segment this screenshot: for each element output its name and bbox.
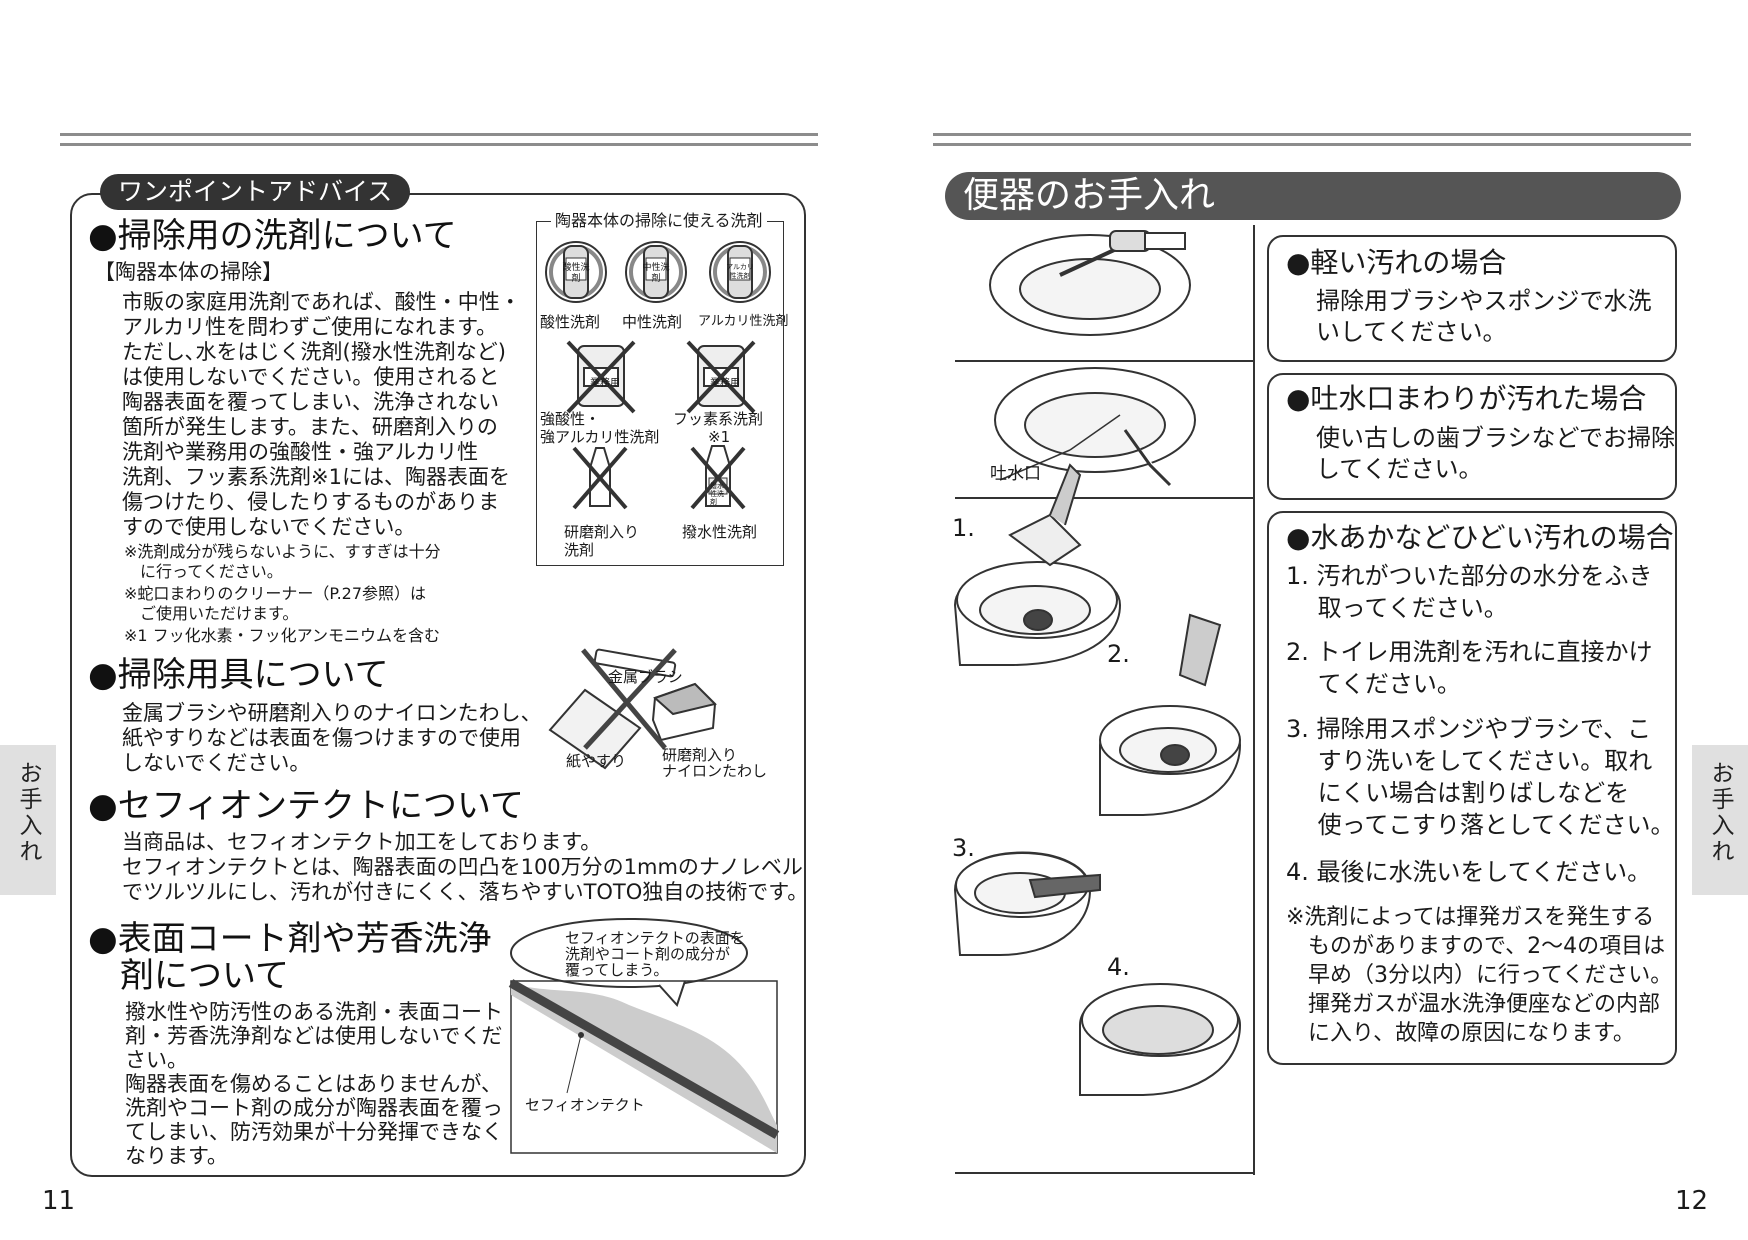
step-number-1: 1. xyxy=(952,514,975,542)
label-strong-acid: 強酸性・ xyxy=(540,410,601,428)
cross-mark-line-2 xyxy=(583,648,677,750)
top-rule-left-2 xyxy=(60,143,818,146)
label-abrasive-2: 洗剤 xyxy=(564,541,595,559)
label-strong-alkaline: 強アルカリ性洗剤 xyxy=(540,428,660,446)
bottle-text-alkaline: アルカリ性洗剤 xyxy=(726,263,754,280)
coating-diagram xyxy=(508,918,780,1154)
label-nylon-1: 研磨剤入り xyxy=(662,746,738,764)
heading-coating-2: 剤について xyxy=(120,956,289,996)
subheading-ceramic: 【陶器本体の掃除】 xyxy=(94,260,283,284)
jug-text-fluorine: 業務用 xyxy=(710,378,740,389)
neutral-bottle-icon xyxy=(625,241,687,303)
jug-text-strong: 業務用 xyxy=(590,378,620,389)
label-spout: 吐水口 xyxy=(990,464,1041,484)
top-rule-left-1 xyxy=(60,133,818,136)
spout-cleaning-illustration xyxy=(994,367,1196,487)
spray-text: 撥水性洗剤 xyxy=(710,482,724,506)
detergent-box-title: 陶器本体の掃除に使える洗剤 xyxy=(551,210,767,232)
heading-cefiontect: ●セフィオンテクトについて xyxy=(88,786,524,826)
label-abrasive-1: 研磨剤入り xyxy=(564,523,640,541)
step-number-4: 4. xyxy=(1107,953,1130,981)
tools-illustration xyxy=(548,648,717,770)
spray-bottle-icon xyxy=(690,445,746,510)
heading-coating-1: ●表面コート剤や芳香洗浄 xyxy=(88,919,492,959)
column-divider xyxy=(1253,225,1255,1175)
heading-detergent: ●掃除用の洗剤について xyxy=(88,216,457,256)
label-acid: 酸性洗剤 xyxy=(540,313,601,331)
step-number-2: 2. xyxy=(1107,640,1130,668)
speech-bubble xyxy=(510,918,748,988)
step4-rinse-illustration xyxy=(1079,983,1242,1096)
advice-box xyxy=(70,193,806,1177)
heavy-dirt-heading: ●水あかなどひどい汚れの場合 xyxy=(1286,521,1674,554)
page-title-bar: 便器のお手入れ xyxy=(945,172,1681,220)
label-alkaline: アルカリ性洗剤 xyxy=(698,314,789,329)
ng-detergents-illustration xyxy=(566,340,756,510)
step1-wipe-illustration xyxy=(953,463,1122,666)
step-number-3: 3. xyxy=(952,834,975,862)
toilet-brush-illustration xyxy=(989,230,1191,336)
top-rule-right-2 xyxy=(933,143,1691,146)
label-cefiontect: セフィオンテクト xyxy=(525,1096,645,1114)
light-dirt-heading: ●軽い汚れの場合 xyxy=(1286,246,1507,279)
bubble-line-2: 洗剤やコート剤の成分が xyxy=(565,945,731,963)
sandpaper-icon xyxy=(548,688,642,770)
page-title: 便器のお手入れ xyxy=(963,175,1216,216)
ok-bottles-illustration xyxy=(545,241,771,303)
heading-cleaning-tools: ●掃除用具について xyxy=(88,655,389,695)
jug-fluorine-icon xyxy=(686,340,756,414)
spout-dirt-box xyxy=(1267,373,1677,500)
label-water-repellent: 撥水性洗剤 xyxy=(682,523,758,541)
spout-dirt-heading: ●吐水口まわりが汚れた場合 xyxy=(1286,382,1647,415)
page-number-right: 12 xyxy=(1675,1186,1709,1216)
nylon-scrubber-icon xyxy=(651,682,717,742)
side-tab-left: お手入れ xyxy=(0,745,56,895)
cross-mark-line-1 xyxy=(581,648,667,750)
label-metal-brush: 金属ブラシ xyxy=(608,668,683,686)
toilet-illustrations xyxy=(953,230,1255,1174)
acid-bottle-icon xyxy=(545,241,607,303)
page-number-left: 11 xyxy=(42,1186,76,1216)
label-note-1: ※1 xyxy=(708,428,731,446)
diagram-frame xyxy=(510,980,778,1154)
heavy-dirt-box xyxy=(1267,511,1677,1065)
surface-line xyxy=(508,979,780,1139)
alkaline-bottle-icon xyxy=(709,241,771,303)
bottle-text-neutral: 中性洗剤 xyxy=(642,263,670,284)
label-sandpaper: 紙やすり xyxy=(566,752,627,770)
label-fluorine: フッ素系洗剤 xyxy=(673,410,764,428)
label-neutral: 中性洗剤 xyxy=(622,313,683,331)
bubble-line-1: セフィオンテクトの表面を xyxy=(565,929,745,947)
step3-scrub-illustration xyxy=(953,851,1101,956)
label-nylon-2: ナイロンたわし xyxy=(662,762,768,780)
bottle-text-acid: 酸性洗剤 xyxy=(562,263,590,284)
jug-strong-icon xyxy=(566,340,636,414)
step2-spray-illustration xyxy=(1099,613,1242,816)
light-dirt-box xyxy=(1267,235,1677,362)
top-rule-right-1 xyxy=(933,133,1691,136)
advice-tab: ワンポイントアドバイス xyxy=(100,174,411,210)
side-tab-right: お手入れ xyxy=(1692,745,1748,895)
abrasive-bottle-icon xyxy=(572,446,628,510)
bubble-line-3: 覆ってしまう。 xyxy=(565,961,669,979)
